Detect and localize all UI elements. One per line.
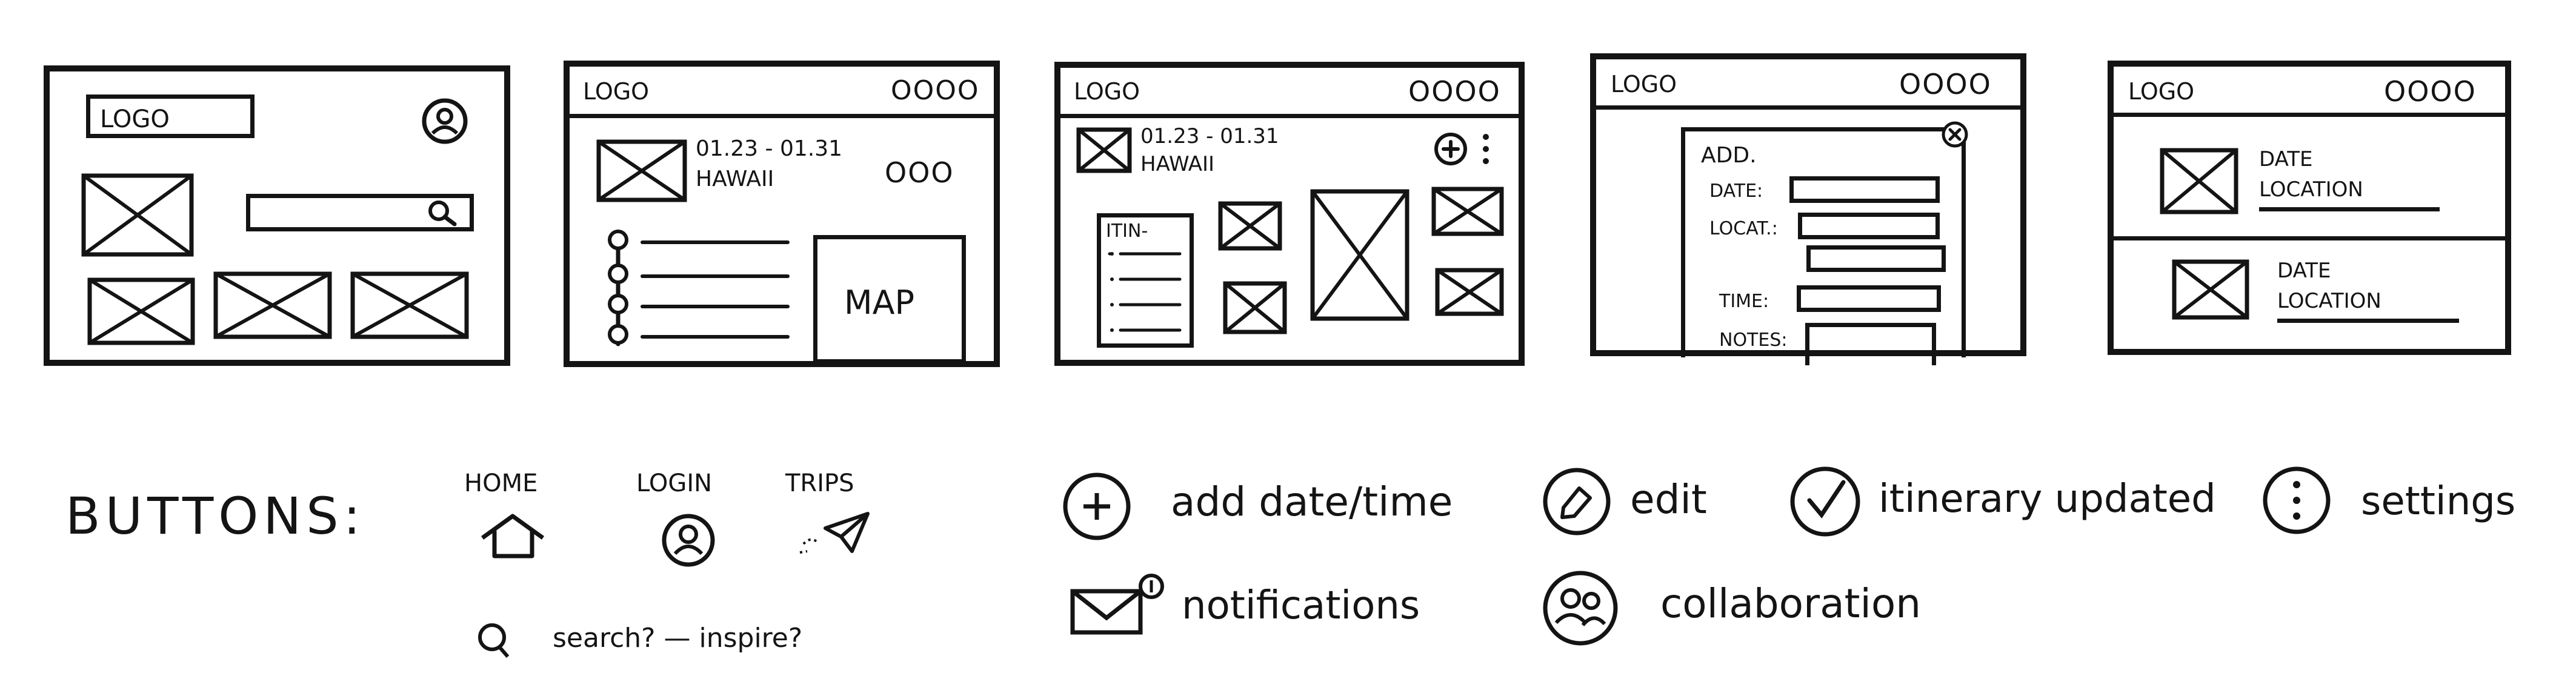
map-label: MAP [844,283,915,322]
menu-dots[interactable]: OOOO [891,75,980,106]
trip-place: HAWAII [696,167,774,191]
notifications-caption: notifications [1182,583,1420,628]
image-placeholder-small-2 [1223,281,1287,334]
notes-field[interactable] [1805,323,1936,365]
map-panel[interactable]: MAP [813,235,966,363]
edit-caption: edit [1630,476,1707,523]
add-caption: add date/time [1171,479,1453,525]
settings-caption: settings [2361,479,2516,524]
entry-underline-1 [2259,207,2440,211]
entry-image-placeholder-2 [2172,259,2249,320]
login-icon[interactable] [658,510,719,571]
home-label: HOME [464,469,538,497]
collaboration-icon[interactable] [1538,569,1623,648]
updated-caption: itinerary updated [1879,477,2216,522]
settings-icon[interactable] [2260,464,2333,537]
timeline [608,230,790,346]
entry-date-1: DATE [2259,147,2313,171]
time-field[interactable] [1797,285,1941,312]
add-icon[interactable] [1060,470,1133,543]
edit-icon[interactable] [1540,465,1613,538]
location-field-2[interactable] [1806,245,1946,272]
menu-dots[interactable]: OOOO [1899,68,1992,101]
add-icon[interactable] [1433,131,1469,167]
collaborator-dots[interactable]: OOO [885,156,954,189]
trip-dates: 01.23 - 01.31 [1140,124,1279,148]
wireframe-itinerary: LOGO OOOO 01.23 - 01.31 HAWAII ITIN- [1054,62,1525,366]
search-icon[interactable] [424,197,461,228]
header-divider [570,114,994,118]
trips-label: TRIPS [785,469,854,497]
logo-text: LOGO [1074,78,1140,105]
image-placeholder-3 [350,271,469,339]
header-divider [2114,113,2505,117]
wireframe-home: LOGO [44,65,510,366]
search-caption: search? — inspire? [553,623,803,654]
trip-image-placeholder [596,139,687,202]
trip-place: HAWAII [1140,152,1215,176]
user-icon [422,98,468,144]
logo-text: LOGO [583,78,650,105]
itinerary-panel[interactable]: ITIN- [1097,213,1194,348]
menu-dots[interactable]: OOOO [1408,75,1501,108]
trip-image-placeholder [1076,127,1132,173]
logo-box: LOGO [86,94,255,138]
image-placeholder-small-3 [1431,187,1504,236]
menu-dots[interactable]: OOOO [2384,75,2477,108]
header-divider [1596,105,2020,110]
itinerary-label: ITIN- [1106,220,1148,242]
logo-text: LOGO [1611,71,1677,98]
entry-divider [2114,236,2505,240]
add-modal: ADD. DATE: LOCAT.: TIME: NOTES: [1681,121,1968,365]
image-placeholder-large [81,173,194,257]
location-label: LOCAT.: [1709,218,1778,239]
search-icon[interactable] [476,621,513,660]
trip-dates: 01.23 - 01.31 [696,136,842,161]
search-bar[interactable] [246,194,474,231]
settings-kebab-icon[interactable] [1480,131,1492,168]
image-placeholder-small-4 [1435,268,1504,316]
trips-paper-plane-icon[interactable] [795,510,874,558]
image-placeholder-small-1 [1218,201,1282,251]
wireframe-trip-list: LOGO OOOO DATE LOCATION DATE LOCATION [2108,61,2511,355]
notifications-icon[interactable] [1069,572,1178,638]
entry-image-placeholder-1 [2160,148,2238,214]
entry-date-2: DATE [2277,259,2331,283]
date-field[interactable] [1789,176,1940,203]
location-field-1[interactable] [1798,213,1940,239]
buttons-heading: BUTTONS: [65,486,365,546]
wireframe-trip-overview: LOGO OOOO 01.23 - 01.31 HAWAII OOO MAP [564,61,1000,367]
modal-title: ADD. [1701,143,1757,168]
logo-text: LOGO [2128,78,2195,105]
collaboration-caption: collaboration [1660,580,1922,627]
entry-location-2: LOCATION [2277,289,2381,313]
checkmark-icon[interactable] [1788,464,1863,539]
itinerary-lines [1108,252,1182,332]
entry-underline-2 [2277,319,2459,323]
wireframe-add-entry: LOGO OOOO ADD. DATE: LOCAT.: TIME: NOTES… [1590,53,2026,365]
notes-label: NOTES: [1719,330,1788,351]
login-label: LOGIN [636,469,713,497]
image-placeholder-2 [213,271,332,339]
image-placeholder-1 [87,277,195,345]
entry-location-1: LOCATION [2259,177,2363,202]
image-placeholder-tall [1310,189,1409,321]
logo-text: LOGO [100,105,170,133]
close-icon[interactable] [1941,121,1969,148]
header-divider [1060,114,1519,118]
date-label: DATE: [1709,181,1763,202]
home-icon[interactable] [476,512,549,561]
time-label: TIME: [1719,291,1769,312]
